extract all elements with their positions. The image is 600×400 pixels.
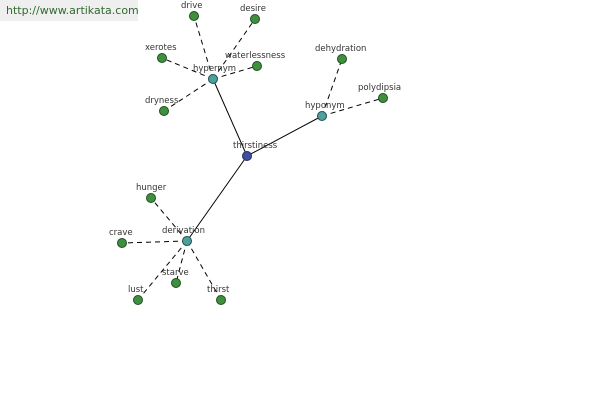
node-drive[interactable]: drive — [181, 1, 203, 21]
node-drive-label[interactable]: drive — [181, 1, 203, 11]
node-polydipsia-dot[interactable] — [378, 93, 388, 103]
node-crave-dot[interactable] — [117, 238, 127, 248]
node-lust[interactable]: lust — [128, 285, 144, 305]
node-dryness[interactable]: dryness — [145, 96, 179, 116]
node-xerotes[interactable]: xerotes — [145, 43, 177, 63]
node-thirst-dot[interactable] — [216, 295, 226, 305]
node-hunger-label[interactable]: hunger — [136, 183, 167, 193]
edge-derivation-crave — [121, 240, 188, 244]
node-dryness-dot[interactable] — [159, 106, 169, 116]
edge-hypernym-waterlessness — [212, 65, 258, 80]
node-crave[interactable]: crave — [109, 228, 133, 248]
node-desire[interactable]: desire — [240, 4, 266, 24]
node-starve-label[interactable]: starve — [162, 268, 189, 278]
node-hypernym-label[interactable]: hypernym — [193, 64, 236, 74]
node-hunger-dot[interactable] — [146, 193, 156, 203]
node-waterlessness-dot[interactable] — [252, 61, 262, 71]
node-crave-label[interactable]: crave — [109, 228, 133, 238]
node-thirstiness-label[interactable]: thirstiness — [233, 141, 278, 151]
edge-hypernym-drive — [193, 15, 214, 80]
node-dehydration-dot[interactable] — [337, 54, 347, 64]
node-hyponym-dot[interactable] — [317, 111, 327, 121]
node-hyponym-label[interactable]: hyponym — [305, 101, 345, 111]
node-desire-dot[interactable] — [250, 14, 260, 24]
edge-hyponym-polydipsia — [321, 97, 384, 117]
edge-hypernym-desire — [212, 18, 256, 80]
node-dehydration-label[interactable]: dehydration — [315, 44, 366, 54]
edge-hypernym-dryness — [163, 78, 214, 112]
edge-thirstiness-hyponym — [246, 115, 323, 157]
edges-layer — [121, 15, 384, 301]
edge-thirstiness-derivation — [186, 155, 248, 242]
edge-hypernym-xerotes — [161, 57, 214, 80]
node-thirstiness[interactable]: thirstiness — [233, 141, 278, 161]
node-derivation-label[interactable]: derivation — [162, 226, 205, 236]
node-derivation-dot[interactable] — [182, 236, 192, 246]
node-drive-dot[interactable] — [189, 11, 199, 21]
node-desire-label[interactable]: desire — [240, 4, 266, 14]
node-polydipsia-label[interactable]: polydipsia — [358, 83, 401, 93]
node-hyponym[interactable]: hyponym — [305, 101, 345, 121]
node-hunger[interactable]: hunger — [136, 183, 167, 203]
node-lust-dot[interactable] — [133, 295, 143, 305]
node-starve-dot[interactable] — [171, 278, 181, 288]
edge-derivation-lust — [137, 240, 188, 301]
edge-thirstiness-hypernym — [212, 78, 248, 157]
node-hypernym[interactable]: hypernym — [193, 64, 236, 84]
node-thirst-label[interactable]: thirst — [207, 285, 230, 295]
node-waterlessness-label[interactable]: waterlessness — [225, 51, 286, 61]
node-dehydration[interactable]: dehydration — [315, 44, 366, 64]
node-xerotes-dot[interactable] — [157, 53, 167, 63]
nodes-layer: drive desire xerotes waterlessness dryness de… — [109, 1, 401, 305]
source-url[interactable]: http://www.artikata.com — [6, 4, 139, 17]
node-hypernym-dot[interactable] — [208, 74, 218, 84]
edge-derivation-hunger — [150, 197, 188, 242]
node-lust-label[interactable]: lust — [128, 285, 144, 295]
node-dryness-label[interactable]: dryness — [145, 96, 179, 106]
edge-derivation-starve — [175, 240, 188, 284]
edge-derivation-thirst — [186, 240, 222, 301]
edge-hyponym-dehydration — [321, 58, 343, 117]
node-thirstiness-dot[interactable] — [242, 151, 252, 161]
node-waterlessness[interactable]: waterlessness — [225, 51, 286, 71]
node-xerotes-label[interactable]: xerotes — [145, 43, 177, 53]
url-banner: http://www.artikata.com — [0, 0, 139, 21]
node-thirst[interactable]: thirst — [207, 285, 230, 305]
node-starve[interactable]: starve — [162, 268, 189, 288]
node-derivation[interactable]: derivation — [162, 226, 205, 246]
node-polydipsia[interactable]: polydipsia — [358, 83, 401, 103]
